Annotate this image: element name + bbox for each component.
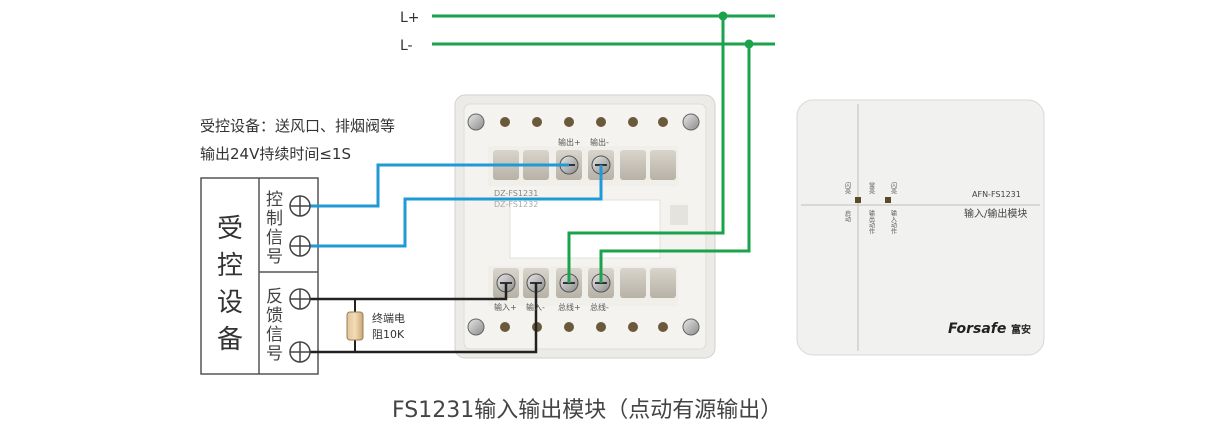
control-signal-char: 控	[266, 190, 283, 210]
resistor-label-line2: 阻10K	[372, 328, 405, 341]
control-signal-label: 控 制 信 号	[266, 192, 286, 266]
front-module	[796, 99, 1045, 356]
control-signal-char: 制	[266, 209, 283, 229]
device-note-line2: 输出24V持续时间≤1S	[200, 145, 351, 163]
feedback-signal-char: 馈	[266, 306, 283, 326]
device-title-char: 控	[217, 251, 244, 281]
base-module	[454, 94, 716, 359]
feedback-signal-char: 信	[266, 325, 283, 345]
resistor-label-line1: 终端电	[372, 311, 405, 325]
control-signal-char: 信	[266, 228, 283, 248]
device-terminals	[289, 195, 311, 363]
device-title-char: 受	[217, 214, 244, 244]
bottom-terminal-block	[488, 266, 678, 306]
terminal-label-output-minus: 输出-	[590, 137, 609, 147]
device-title: 受 控 设 备	[217, 216, 245, 353]
led-label-mid-top: 常亮	[868, 181, 875, 195]
feedback-wires	[309, 283, 538, 354]
control-wires	[309, 163, 603, 248]
led-indicator	[855, 197, 861, 203]
bus-label-l-minus: L-	[400, 38, 413, 54]
terminal-control-2	[289, 235, 311, 257]
front-model-label: AFN-FS1231	[972, 190, 1021, 199]
terminal-label-bus-plus: 总线+	[558, 302, 581, 312]
device-note-line1: 受控设备：送风口、排烟阀等	[200, 117, 396, 135]
terminal-label-output-plus: 输出+	[558, 137, 581, 147]
bus-lines	[432, 11, 775, 283]
top-terminal-block	[488, 146, 678, 186]
led-label-right-top: 闪亮	[890, 181, 897, 195]
terminal-label-input-plus: 输入+	[494, 302, 517, 312]
terminal-feedback-2	[289, 341, 311, 363]
led-label-left-top: 闪亮	[844, 181, 851, 195]
base-model-shadow-label: DZ-FS1232	[494, 200, 538, 209]
base-model-label: DZ-FS1231	[494, 189, 538, 198]
feedback-signal-label: 反 馈 信 号	[266, 289, 286, 363]
terminal-control-1	[289, 195, 311, 217]
terminal-label-input-minus: 输入-	[526, 302, 545, 312]
front-name-label: 输入/输出模块	[964, 207, 1027, 220]
led-label-right-bottom: 输入动作	[890, 209, 897, 235]
led-label-mid-bottom: 输出动作	[868, 209, 875, 235]
feedback-signal-char: 反	[266, 287, 283, 307]
device-title-char: 备	[217, 325, 244, 355]
bottom-screw-row	[467, 318, 700, 336]
terminal-label-bus-minus: 总线-	[590, 302, 609, 312]
led-indicator	[885, 197, 891, 203]
control-signal-char: 号	[266, 247, 283, 267]
resistor	[346, 311, 364, 341]
diagram-caption: FS1231输入输出模块（点动有源输出）	[392, 398, 783, 423]
device-title-char: 设	[217, 288, 244, 318]
feedback-signal-char: 号	[266, 344, 283, 364]
led-label-left-bottom: 启动	[844, 209, 851, 223]
terminal-feedback-1	[289, 288, 311, 310]
brand-logo: Forsafe	[948, 321, 1006, 337]
brand-logo-cn: 富安	[1011, 323, 1031, 336]
top-screw-row	[467, 113, 700, 131]
bus-label-l-plus: L+	[400, 10, 420, 26]
